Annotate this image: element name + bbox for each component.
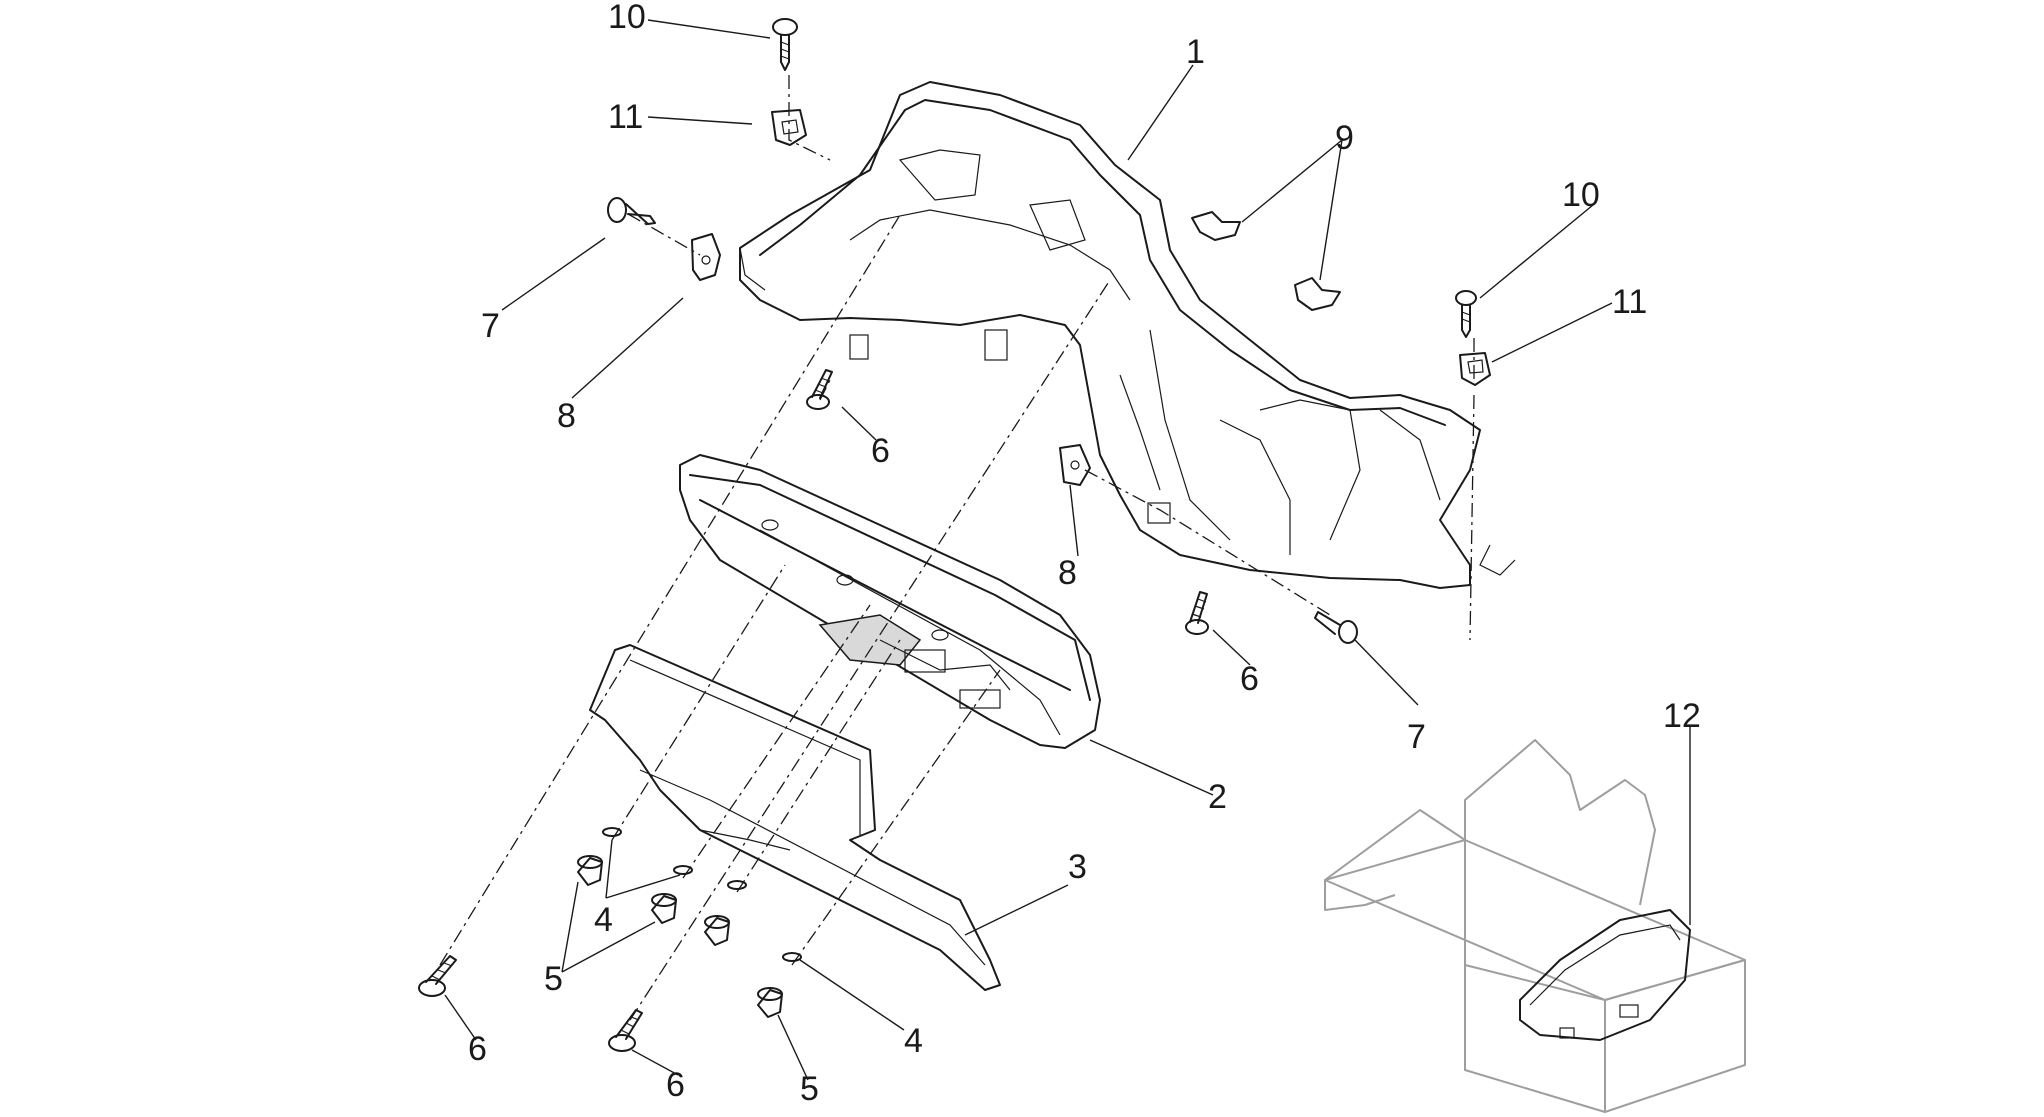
nut-9-upper-icon — [1191, 211, 1241, 241]
callout-11-a: 11 — [608, 98, 643, 136]
screw-6-lower-left-icon — [418, 955, 457, 997]
bottom-cover-part-3 — [589, 644, 1001, 991]
washer-4-b-icon — [673, 865, 693, 875]
screw-10-right-icon — [1455, 290, 1477, 338]
callout-8-a: 8 — [557, 397, 576, 435]
callout-12: 12 — [1663, 697, 1701, 735]
bracket-8-left-icon — [691, 233, 721, 281]
callout-9: 9 — [1335, 119, 1354, 157]
callout-4-b: 4 — [904, 1022, 923, 1060]
washer-4-d-icon — [782, 952, 802, 962]
callout-10-a: 10 — [608, 0, 646, 36]
handlebar-cover-part-1 — [739, 81, 1516, 589]
screw-10-top-left-icon — [772, 18, 798, 71]
screw-6-upper-icon — [806, 369, 833, 410]
rubber-bush-5-c-icon — [704, 915, 730, 946]
clip-nut-11-right-icon — [1459, 352, 1491, 386]
rubber-bush-5-d-icon — [757, 987, 783, 1018]
washer-4-c-icon — [727, 880, 747, 890]
screw-7-right-icon — [1314, 611, 1358, 644]
callout-7-a: 7 — [481, 307, 500, 345]
callout-1: 1 — [1186, 33, 1205, 71]
callout-2: 2 — [1208, 778, 1227, 816]
callout-10-b: 10 — [1562, 176, 1600, 214]
clip-nut-11-top-left-icon — [771, 109, 807, 146]
callout-6-c: 6 — [468, 1030, 487, 1068]
callout-6-d: 6 — [666, 1066, 685, 1104]
nut-9-lower-icon — [1294, 277, 1341, 311]
assembly-axes — [439, 75, 1475, 1021]
instrument-panel-part-2 — [679, 454, 1101, 749]
screw-6-lower-middle-icon — [608, 1009, 643, 1052]
callout-8-b: 8 — [1058, 554, 1077, 592]
callout-3: 3 — [1068, 848, 1087, 886]
callout-6-b: 6 — [1240, 660, 1259, 698]
callout-5-b: 5 — [800, 1070, 819, 1108]
callout-11-b: 11 — [1612, 283, 1647, 321]
rubber-bush-5-a-icon — [577, 855, 603, 886]
callout-7-b: 7 — [1407, 718, 1426, 756]
callout-5-a: 5 — [544, 960, 563, 998]
bracket-8-right-icon — [1059, 444, 1091, 486]
callout-labels: 1 2 3 4 4 5 5 6 6 6 6 7 7 8 8 9 10 10 11… — [468, 0, 1701, 1108]
callout-6-a: 6 — [871, 432, 890, 470]
kit-box-part-12 — [1324, 739, 1746, 1113]
leader-lines — [444, 19, 1691, 1081]
rubber-bush-5-b-icon — [651, 893, 677, 924]
screw-6-middle-icon — [1185, 591, 1209, 635]
washer-4-a-icon — [602, 827, 622, 837]
callout-4-a: 4 — [594, 901, 613, 939]
screw-7-left-icon — [607, 197, 656, 225]
